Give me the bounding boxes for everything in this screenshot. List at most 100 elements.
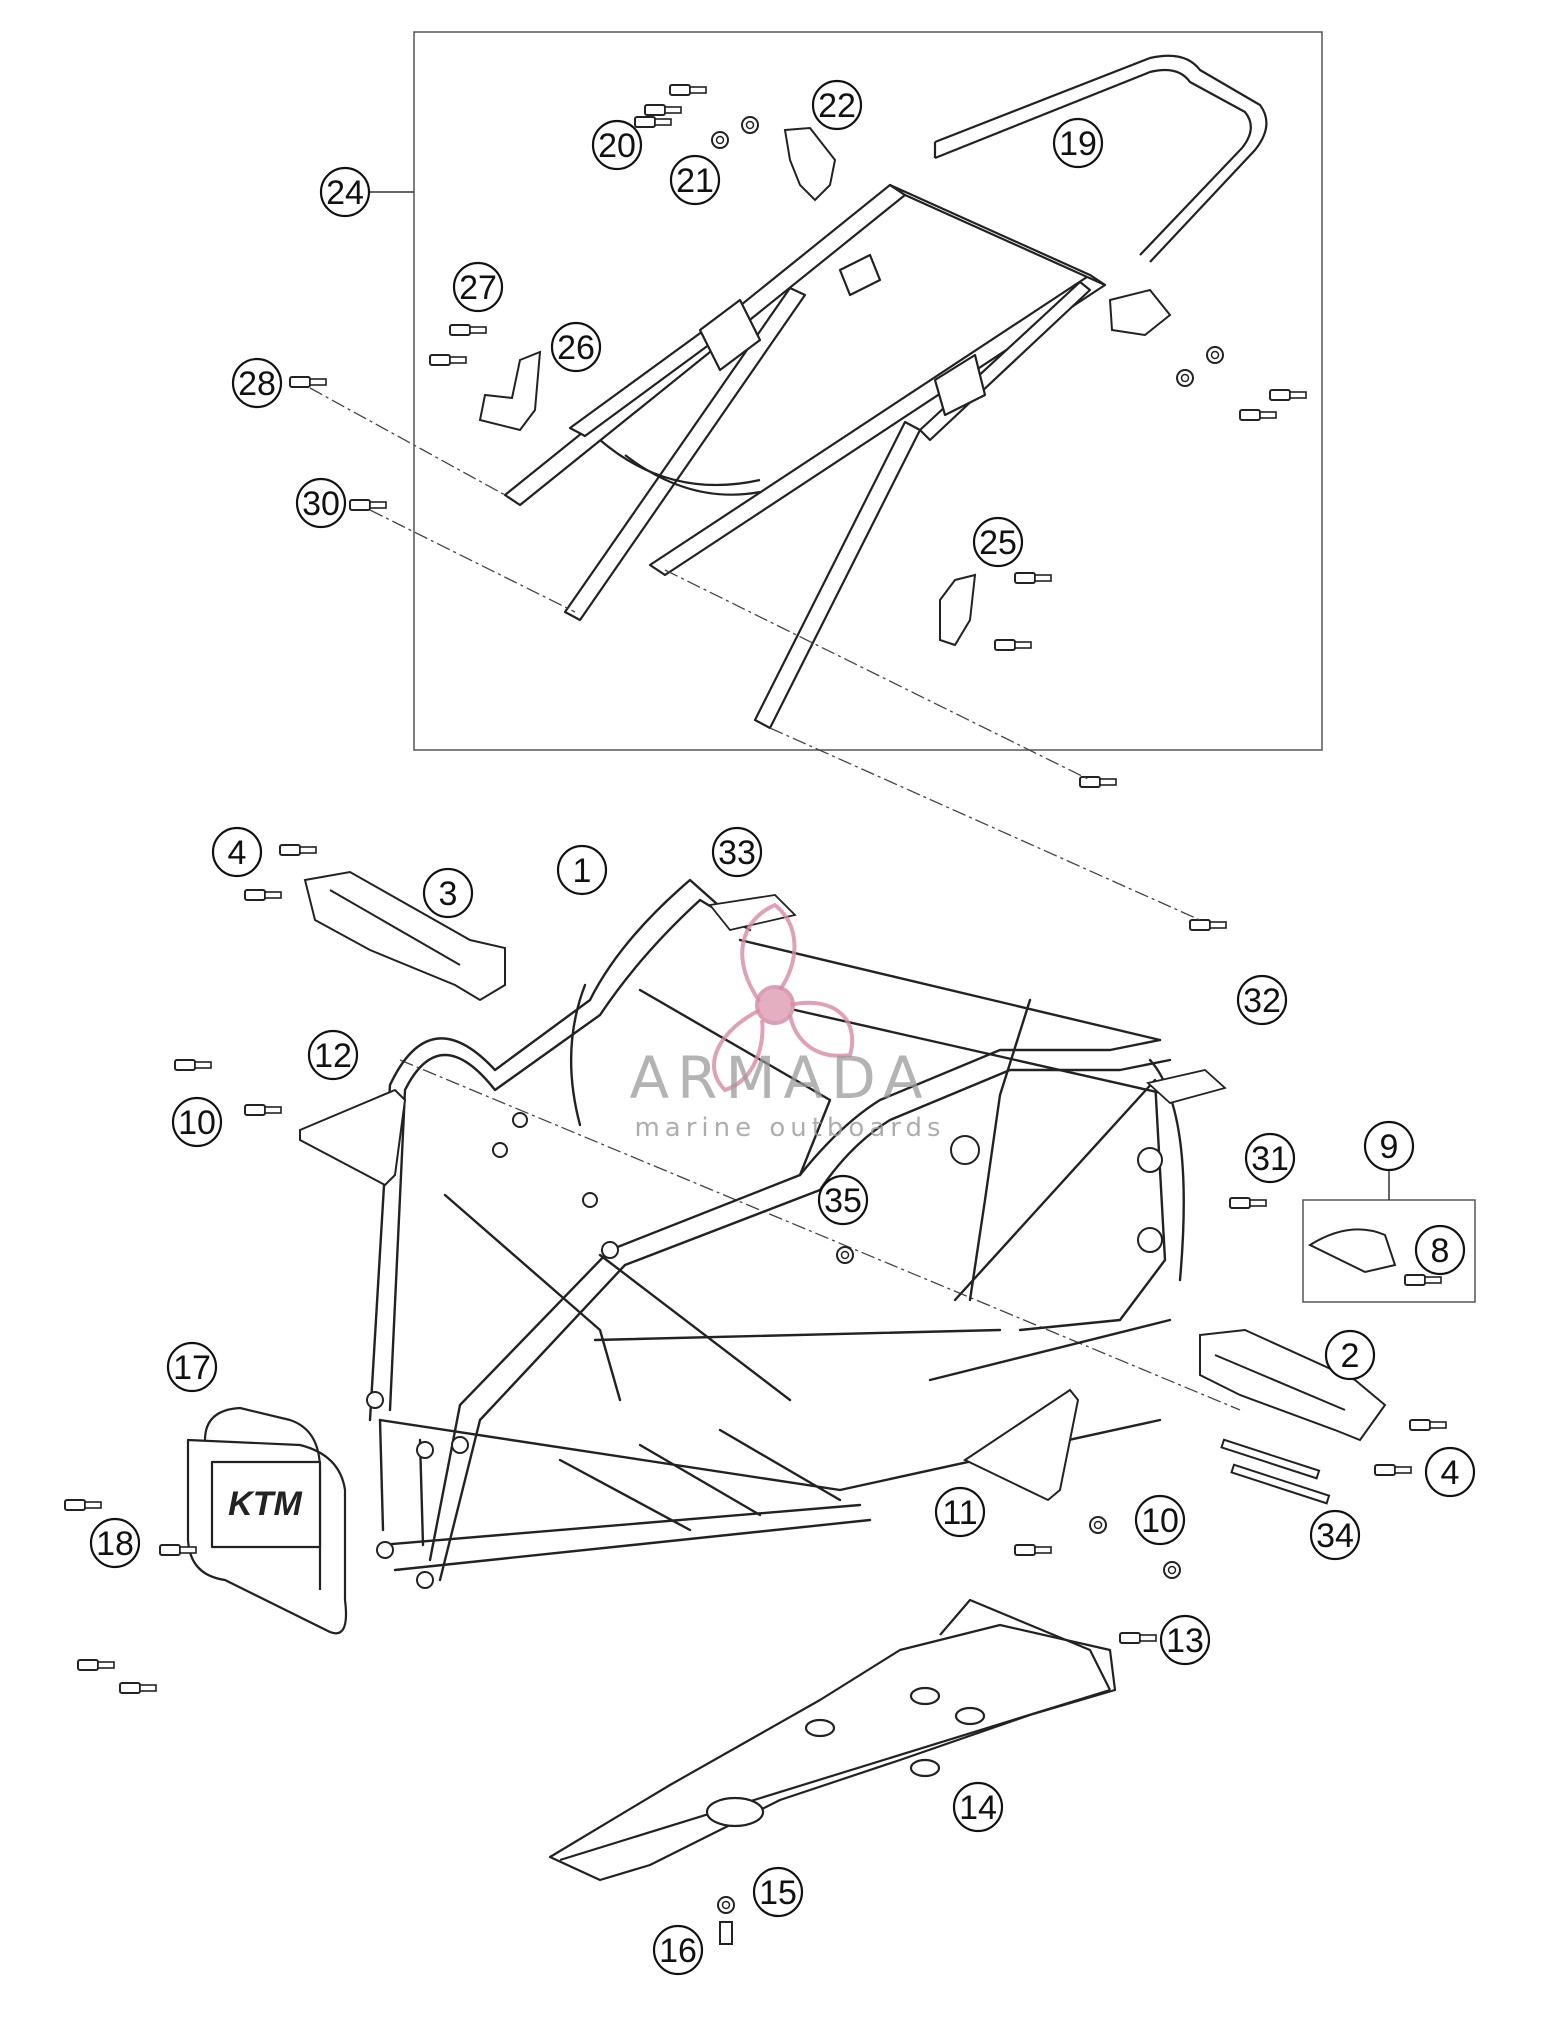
callout-p21: 21 — [669, 154, 721, 206]
callout-p27: 27 — [452, 261, 504, 313]
grab-handle — [933, 54, 1268, 263]
callout-number: 25 — [979, 524, 1017, 562]
callout-number: 22 — [818, 87, 856, 125]
callout-circle — [166, 1341, 218, 1393]
callout-p2: 2 — [1324, 1329, 1376, 1381]
callout-p34: 34 — [1309, 1509, 1361, 1561]
callout-circle — [711, 826, 763, 878]
callout-p30: 30 — [295, 477, 347, 529]
callout-number: 21 — [676, 162, 714, 200]
callout-number: 35 — [824, 1182, 862, 1220]
callout-circle — [452, 261, 504, 313]
frame-joint-nodes — [366, 1112, 1163, 1589]
callout-p18: 18 — [89, 1517, 141, 1569]
callout-number: 27 — [459, 269, 497, 307]
callout-p1: 1 — [556, 844, 608, 896]
callout-p33: 33 — [711, 826, 763, 878]
callout-number: 31 — [1251, 1140, 1289, 1178]
watermark-logo-icon — [712, 902, 855, 1093]
callout-circle — [952, 1781, 1004, 1833]
callout-p24: 24 — [319, 166, 371, 218]
callout-circle — [171, 1096, 223, 1148]
callout-p8: 8 — [1414, 1224, 1466, 1276]
subframe-hardware — [289, 84, 1307, 931]
callout-circle — [231, 357, 283, 409]
callout-number: 8 — [1431, 1232, 1450, 1270]
callout-p10b: 10 — [1134, 1494, 1186, 1546]
callout-number: 4 — [1441, 1454, 1460, 1492]
callout-number: 15 — [759, 1874, 797, 1912]
callout-circle — [550, 321, 602, 373]
callout-p16: 16 — [652, 1924, 704, 1976]
callout-circle — [1309, 1509, 1361, 1561]
callout-number: 26 — [557, 329, 595, 367]
triangle-plates — [299, 1088, 1080, 1502]
callout-p14: 14 — [952, 1781, 1004, 1833]
callout-circle — [1414, 1224, 1466, 1276]
callout-p19: 19 — [1052, 117, 1104, 169]
callout-circle — [972, 516, 1024, 568]
callout-number: 13 — [1166, 1622, 1204, 1660]
callout-p22: 22 — [811, 79, 863, 131]
callout-p4b: 4 — [1424, 1446, 1476, 1498]
watermark-tagline: marine outboards — [634, 1113, 945, 1143]
rear-subframe — [503, 183, 1107, 730]
callout-circle — [817, 1174, 869, 1226]
callout-circle — [652, 1924, 704, 1976]
callout-number: 17 — [173, 1349, 211, 1387]
callout-p12: 12 — [307, 1029, 359, 1081]
callout-labels: 1234489101011121314151617181920212224252… — [89, 79, 1476, 1976]
callout-circle — [319, 166, 371, 218]
callout-p15: 15 — [752, 1866, 804, 1918]
callout-circle — [211, 826, 263, 878]
callout-number: 18 — [96, 1525, 134, 1563]
callout-number: 4 — [228, 834, 247, 872]
callout-number: 30 — [302, 485, 340, 523]
callout-number: 14 — [959, 1789, 997, 1827]
callout-circle — [591, 119, 643, 171]
callout-number: 1 — [573, 852, 592, 890]
brackets — [478, 126, 1172, 647]
callout-number: 2 — [1341, 1337, 1360, 1375]
callout-number: 10 — [178, 1104, 216, 1142]
watermark: ARMADA marine outboards — [629, 902, 945, 1143]
callout-number: 10 — [1141, 1502, 1179, 1540]
callout-p32: 32 — [1236, 974, 1288, 1026]
callout-circle — [1244, 1132, 1296, 1184]
callout-circle — [1159, 1614, 1211, 1666]
callout-number: 12 — [314, 1037, 352, 1075]
callout-p9: 9 — [1363, 1120, 1415, 1172]
callout-circle — [422, 867, 474, 919]
callout-number: 20 — [598, 127, 636, 165]
callout-number: 16 — [659, 1932, 697, 1970]
callout-p31: 31 — [1244, 1132, 1296, 1184]
callout-number: 28 — [238, 365, 276, 403]
callout-number: 19 — [1059, 125, 1097, 163]
callout-circle — [1363, 1120, 1415, 1172]
callout-circle — [556, 844, 608, 896]
callout-p35: 35 — [817, 1174, 869, 1226]
callout-p13: 13 — [1159, 1614, 1211, 1666]
callout-number: 33 — [718, 834, 756, 872]
callout-p3: 3 — [422, 867, 474, 919]
callout-p25: 25 — [972, 516, 1024, 568]
watermark-name: ARMADA — [629, 1044, 930, 1112]
guard-logo-text: KTM — [228, 1485, 302, 1523]
callout-number: 34 — [1316, 1517, 1354, 1555]
callout-circle — [1324, 1329, 1376, 1381]
callout-circle — [1134, 1494, 1186, 1546]
callout-p28: 28 — [231, 357, 283, 409]
callout-p17: 17 — [166, 1341, 218, 1393]
callout-p4a: 4 — [211, 826, 263, 878]
footpeg-left — [303, 870, 506, 1002]
callout-circle — [934, 1486, 986, 1538]
callout-circle — [89, 1517, 141, 1569]
callout-number: 32 — [1243, 982, 1281, 1020]
callout-number: 11 — [942, 1494, 977, 1532]
callout-p10a: 10 — [171, 1096, 223, 1148]
callout-p11: 11 — [934, 1486, 986, 1538]
callout-circle — [1236, 974, 1288, 1026]
callout-circle — [1424, 1446, 1476, 1498]
subframe-group-box — [370, 31, 1323, 751]
